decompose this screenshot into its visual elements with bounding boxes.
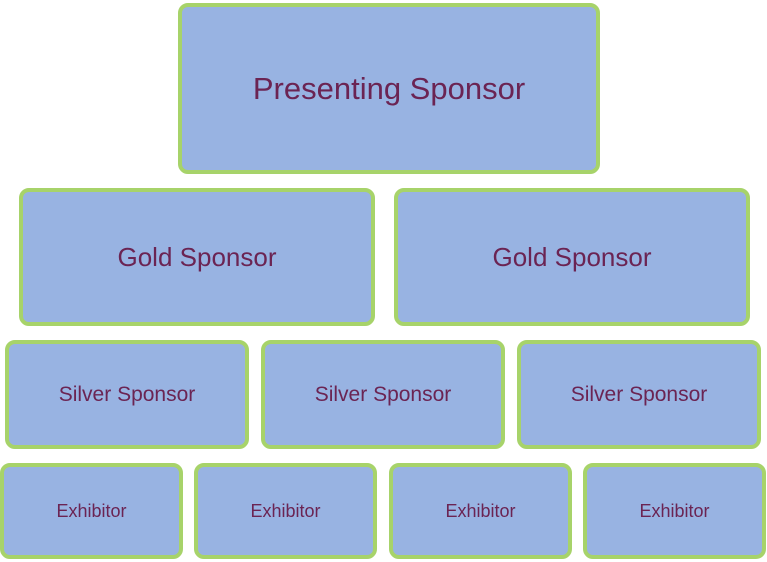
exhibitor-box: Exhibitor	[389, 463, 572, 559]
exhibitor-label: Exhibitor	[250, 500, 321, 521]
silver-sponsor-box: Silver Sponsor	[261, 340, 505, 449]
exhibitor-box: Exhibitor	[194, 463, 377, 559]
exhibitor-label: Exhibitor	[639, 500, 710, 521]
exhibitor-label: Exhibitor	[56, 500, 127, 521]
exhibitor-box: Exhibitor	[583, 463, 766, 559]
silver-sponsor-label: Silver Sponsor	[570, 382, 708, 406]
gold-sponsor-label: Gold Sponsor	[492, 241, 652, 272]
exhibitor-box: Exhibitor	[0, 463, 183, 559]
silver-sponsor-label: Silver Sponsor	[314, 382, 452, 406]
gold-sponsor-box: Gold Sponsor	[19, 188, 375, 326]
gold-sponsor-box: Gold Sponsor	[394, 188, 750, 326]
presenting-sponsor-label: Presenting Sponsor	[252, 70, 526, 106]
exhibitor-label: Exhibitor	[445, 500, 516, 521]
silver-sponsor-label: Silver Sponsor	[58, 382, 196, 406]
silver-sponsor-box: Silver Sponsor	[5, 340, 249, 449]
gold-sponsor-label: Gold Sponsor	[117, 241, 277, 272]
presenting-sponsor-box: Presenting Sponsor	[178, 3, 600, 174]
silver-sponsor-box: Silver Sponsor	[517, 340, 761, 449]
